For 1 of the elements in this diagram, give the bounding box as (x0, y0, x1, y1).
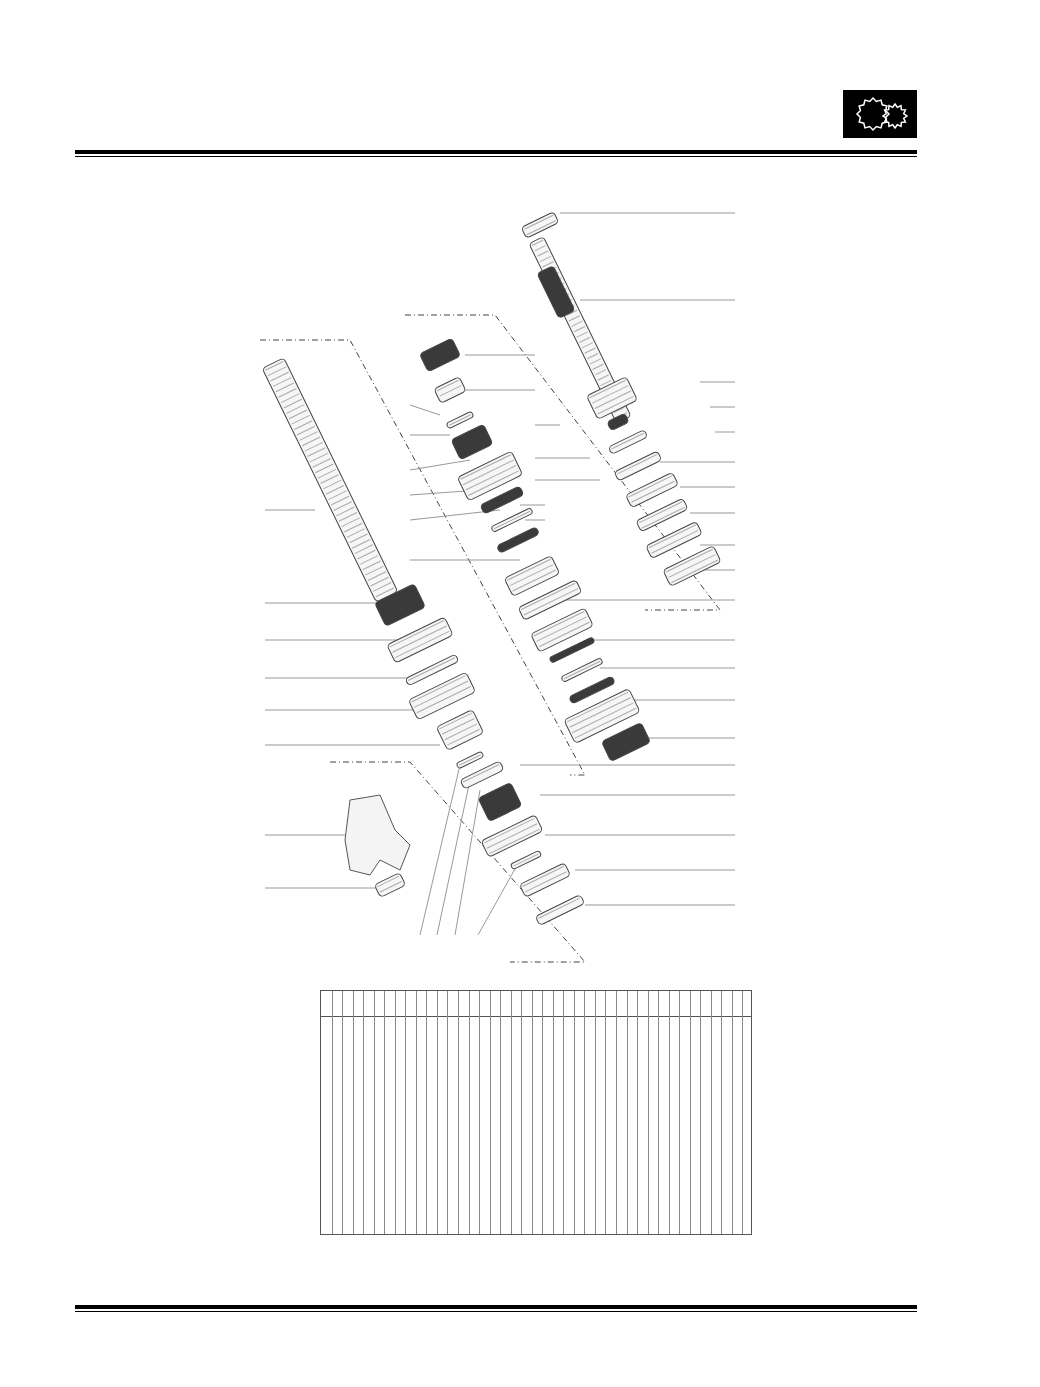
parts-table-grid (320, 990, 752, 1235)
